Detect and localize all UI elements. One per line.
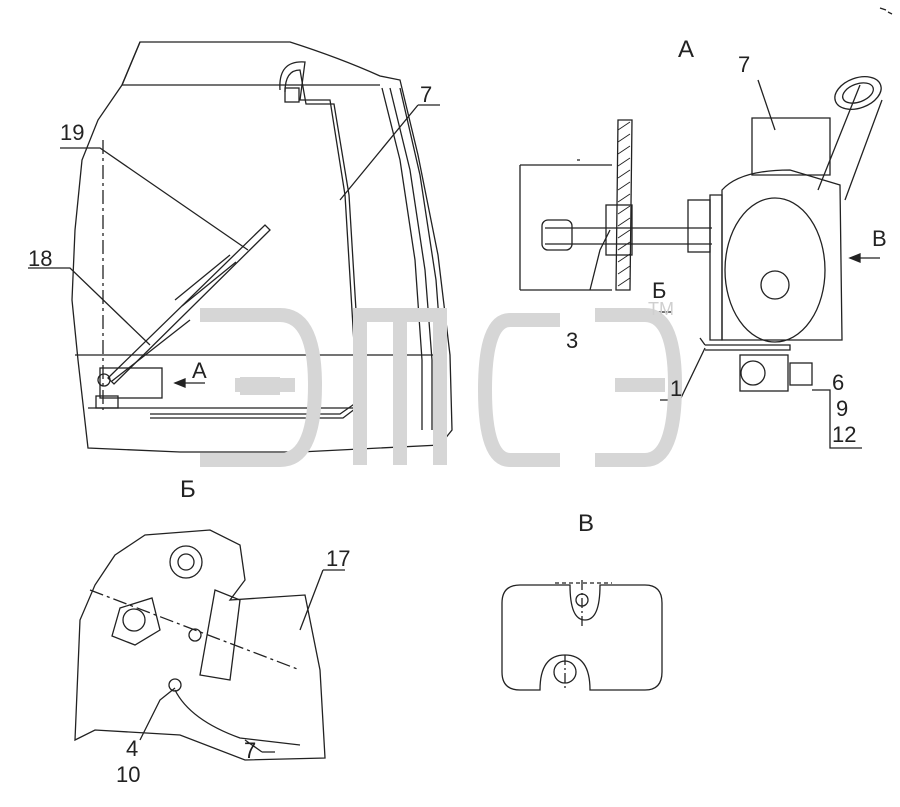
callout-1: 1 (670, 376, 683, 401)
leader-19 (60, 147, 249, 251)
corner-mark (879, 7, 893, 15)
bolt-nut (789, 362, 813, 386)
bolt-head (740, 360, 766, 386)
motor-body (721, 169, 843, 341)
leader-6-9-12 (812, 389, 862, 449)
logo-letter-s (477, 313, 560, 467)
detail-nut (111, 597, 161, 646)
callout-3: 3 (566, 328, 579, 353)
logo-letter-ee (595, 308, 683, 467)
pipe-bore (842, 82, 874, 104)
bracket-plate (501, 584, 663, 691)
detail-plate (199, 589, 241, 681)
detail-nut-bore (122, 608, 146, 632)
view-v-plate (501, 580, 663, 691)
wiper-rubber (174, 254, 237, 307)
callout-9: 9 (836, 396, 849, 421)
detail-screw-2 (168, 678, 182, 692)
view-label-b: Б (180, 476, 196, 503)
shaft-nut (605, 204, 633, 256)
bulkhead (615, 119, 633, 291)
view-label-v: В (578, 510, 595, 537)
arrow-a-head (173, 378, 186, 388)
shaft (545, 227, 712, 245)
leader-18 (28, 267, 151, 346)
wiper-motor (99, 367, 163, 399)
watermark-logo (200, 308, 683, 467)
plate-axes (564, 580, 583, 690)
motor-bracket (95, 395, 119, 409)
leader-17 (299, 569, 345, 631)
arrow-label-a: А (192, 358, 207, 383)
view-a-assembly (519, 76, 883, 449)
leader-7-right (757, 79, 776, 131)
detail-axis (89, 589, 301, 671)
logo-dash (240, 377, 280, 395)
cab-window-view (28, 41, 453, 453)
bulkhead-hatch (617, 121, 631, 287)
hose-nozzle (284, 87, 300, 103)
bolt-clamp (739, 354, 789, 392)
callout-10: 10 (116, 762, 141, 787)
callout-12: 12 (832, 422, 857, 447)
motor-drum (724, 197, 826, 343)
callout-7-bottom: 7 (244, 738, 257, 763)
motor-hub (760, 270, 790, 300)
wiper-blade (107, 224, 271, 385)
shaft-end (541, 219, 573, 251)
detail-hub-inner (177, 553, 195, 571)
arrow-label-v: В (872, 226, 887, 251)
view-b-detail (74, 529, 345, 761)
callout-17: 17 (326, 546, 351, 571)
arrow-label-b: Б (652, 278, 667, 303)
view-label-a: А (678, 36, 695, 63)
watermark-tm: TM (648, 299, 674, 319)
cab-outline (71, 41, 453, 453)
pipe-end (834, 76, 882, 110)
detail-hose (174, 689, 301, 746)
motor-top-box (751, 117, 831, 176)
callout-7-left: 7 (420, 82, 433, 107)
detail-hub (169, 545, 203, 579)
leader-3 (577, 159, 611, 291)
wiper-arm (111, 319, 191, 382)
pillar-line (121, 41, 141, 86)
leader-7-left (339, 104, 440, 201)
detail-housing (74, 529, 326, 761)
callout-4: 4 (126, 736, 139, 761)
leader-7-bottom (244, 739, 275, 753)
arrow-v-head (848, 253, 861, 263)
detail-screw (188, 628, 202, 642)
callout-19: 19 (60, 120, 85, 145)
bracket (699, 337, 791, 351)
callout-6: 6 (832, 370, 845, 395)
wiper-pivot (97, 373, 111, 387)
window-frame-1 (381, 87, 423, 430)
logo-letter-e (200, 308, 323, 467)
body-panel (519, 164, 612, 291)
callout-7-right: 7 (738, 52, 751, 77)
callout-18: 18 (28, 246, 53, 271)
motor-plate (709, 194, 723, 341)
window-frame-2 (389, 87, 433, 430)
leader-4-10 (139, 687, 176, 741)
